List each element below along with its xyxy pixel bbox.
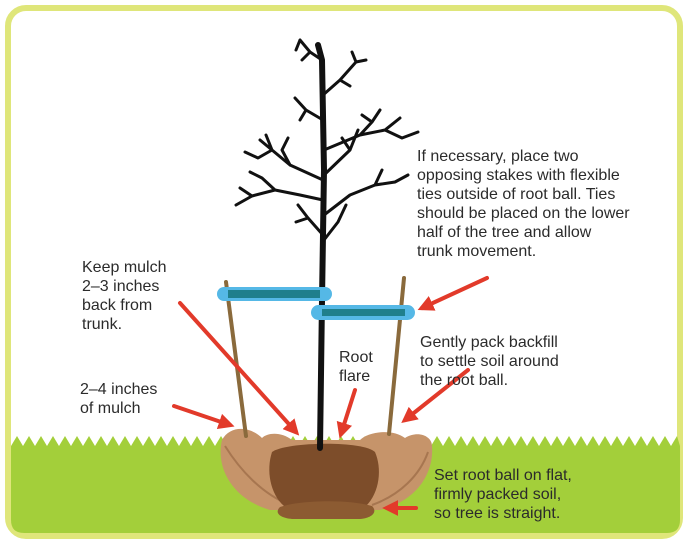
- mulch-back-label: Keep mulch 2–3 inches back from trunk.: [82, 258, 202, 334]
- backfill-label: Gently pack backfill to settle soil arou…: [420, 333, 620, 390]
- stakes-label: If necessary, place two opposing stakes …: [417, 147, 677, 261]
- tie-upper: [217, 287, 332, 301]
- tie-lower: [311, 305, 415, 320]
- root-ball: [269, 444, 379, 506]
- root-ball-set-label: Set root ball on flat, firmly packed soi…: [434, 466, 664, 523]
- root-flare-label: Root flare: [339, 348, 399, 386]
- mulch-depth-label: 2–4 inches of mulch: [80, 380, 200, 418]
